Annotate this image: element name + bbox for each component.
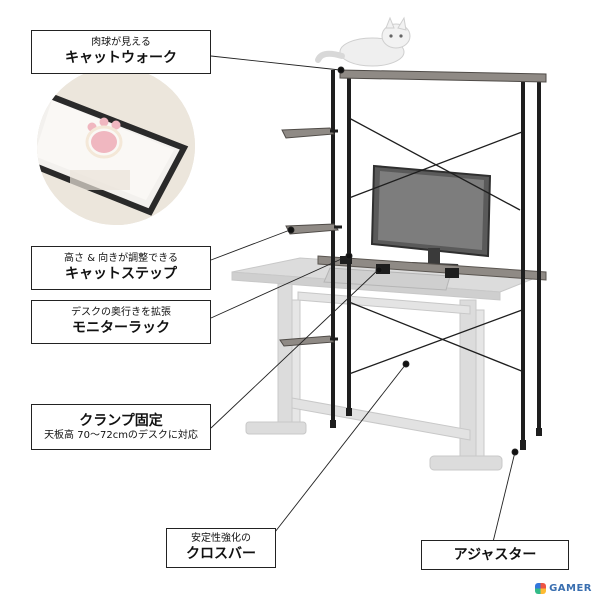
desk-faded: [231, 257, 546, 471]
monitor: [370, 164, 492, 270]
callout-clamp-title: クランプ固定: [79, 412, 163, 429]
callout-cat-walk-sub: 肉球が見える: [91, 36, 151, 48]
callout-clamp-sub: 天板高 70～72cmのデスクに対応: [44, 429, 198, 441]
callout-cat-walk: 肉球が見える キャットウォーク: [31, 30, 211, 74]
keyboard: [323, 267, 451, 291]
paw-detail-photo: [37, 67, 195, 225]
callout-cat-step-sub: 高さ & 向きが調整できる: [64, 252, 178, 264]
callout-cat-walk-title: キャットウォーク: [65, 50, 177, 67]
callout-adjuster-title: アジャスター: [453, 546, 537, 563]
callout-monitor-rack-title: モニターラック: [72, 320, 170, 337]
clamp: [340, 256, 352, 264]
leader-lines: [210, 55, 519, 543]
cat-steps: [279, 127, 342, 347]
callout-clamp: クランプ固定 天板高 70～72cmのデスクに対応: [31, 404, 211, 450]
callout-monitor-rack-sub: デスクの奥行きを拡張: [71, 306, 171, 318]
gamer-watermark: GAMER: [535, 583, 592, 594]
callout-cat-step-title: キャットステップ: [65, 266, 177, 283]
callout-monitor-rack: デスクの奥行きを拡張 モニターラック: [31, 300, 211, 344]
callout-crossbar: 安定性強化の クロスバー: [166, 528, 276, 568]
monitor-rack-shelf: [317, 255, 547, 281]
callout-cat-step: 高さ & 向きが調整できる キャットステップ: [31, 246, 211, 290]
callout-crossbar-sub: 安定性強化の: [191, 532, 251, 544]
cat-figure: [315, 16, 411, 67]
cross-bars: [348, 117, 525, 375]
callout-adjuster: アジャスター: [421, 540, 569, 570]
gamer-logo-text: GAMER: [549, 583, 592, 594]
gamer-logo-icon: [535, 583, 547, 594]
cat-walk-shelf: [315, 16, 547, 83]
adjuster-feet: [330, 408, 542, 450]
callout-crossbar-title: クロスバー: [186, 546, 256, 563]
